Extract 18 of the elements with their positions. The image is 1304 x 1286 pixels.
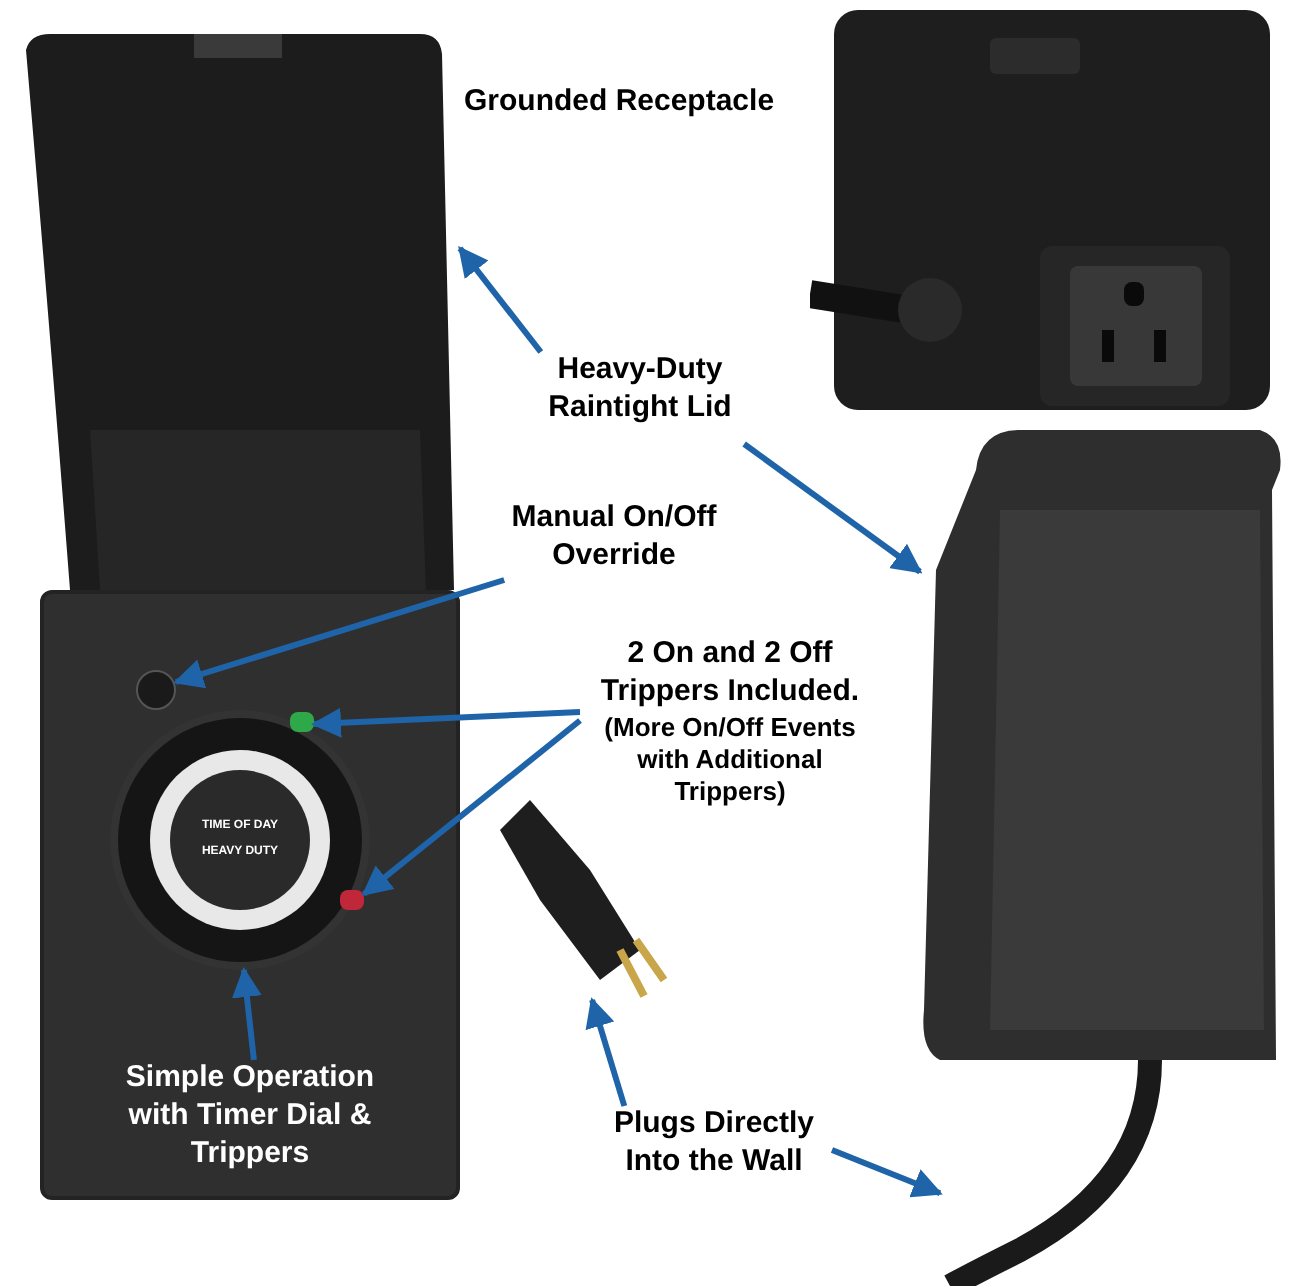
arrow xyxy=(830,1147,943,1198)
arrow xyxy=(585,997,628,1107)
callout-text: Heavy-Duty Raintight Lid xyxy=(546,352,734,427)
arrow xyxy=(742,441,923,575)
callout-text: Simple Operation with Timer Dial & Trippers xyxy=(123,1060,377,1173)
callout-text: 2 On and 2 Off Trippers Included. xyxy=(598,636,862,711)
callout-text: (More On/Off Events with Additional Trippers) xyxy=(602,711,858,809)
tripper-pin xyxy=(290,712,314,732)
arrow xyxy=(173,577,506,689)
arrow xyxy=(457,246,544,354)
tripper-pin xyxy=(340,890,364,910)
arrow xyxy=(361,718,582,897)
closed-timer-box-drawing xyxy=(920,430,1284,1060)
callout-text: Grounded Receptacle xyxy=(464,82,775,122)
callout-text: Plugs Directly Into the Wall xyxy=(611,1106,817,1181)
arrow xyxy=(311,707,581,738)
callout-text: Manual On/Off Override xyxy=(509,500,719,575)
arrow xyxy=(232,967,262,1061)
